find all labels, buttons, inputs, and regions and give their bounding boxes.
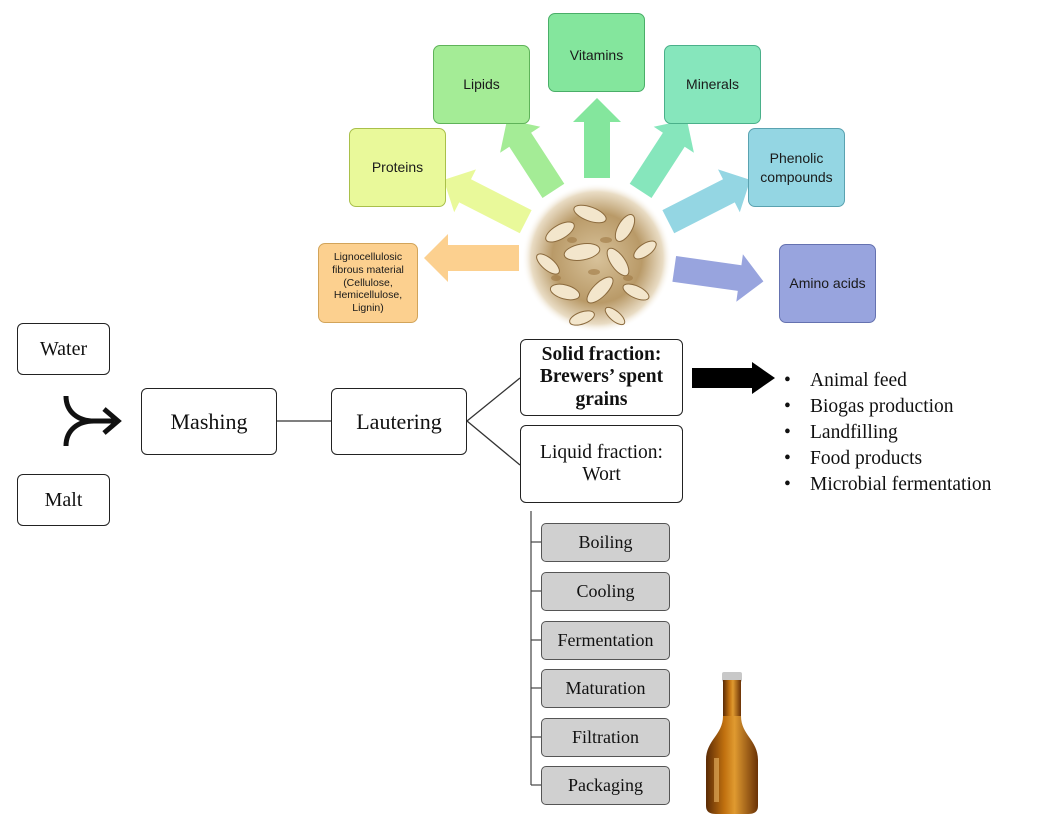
liquid-fraction-line2: Wort (582, 464, 621, 485)
use-item: Biogas production (782, 394, 991, 420)
input-water-label: Water (39, 337, 88, 360)
process-mashing-label: Mashing (170, 408, 248, 434)
liquid-fraction-line1: Liquid fraction: (540, 441, 663, 463)
component-label: Proteins (371, 159, 424, 176)
spent-grains-photo (522, 183, 672, 333)
solid-fraction-line3: grains (575, 388, 628, 410)
wort-step-label: Boiling (578, 532, 633, 552)
component-arrow (629, 119, 694, 198)
uses-arrow-icon (692, 362, 775, 394)
solid-fraction-line2: Brewers’ spent (539, 366, 664, 388)
solid-fraction-line1: Solid fraction: (541, 343, 662, 365)
component-arrow (500, 119, 565, 198)
component-arrow (424, 234, 519, 282)
component-label: Vitamins (569, 47, 624, 63)
wort-step-boiling: Boiling (541, 523, 670, 562)
component-label: Amino acids (789, 275, 866, 292)
beer-bottle-icon (706, 672, 758, 814)
component-arrow (662, 169, 751, 234)
use-item: Animal feed (782, 368, 991, 394)
process-mashing: Mashing (141, 388, 277, 455)
component-minerals: Minerals (664, 45, 761, 124)
component-arrow (573, 98, 621, 178)
merge-arrow-icon (63, 395, 122, 447)
component-lipids: Lipids (433, 45, 530, 124)
wort-step-cooling: Cooling (541, 572, 670, 611)
wort-step-label: Maturation (565, 678, 646, 698)
wort-step-filtration: Filtration (541, 718, 670, 757)
solid-fraction-box: Solid fraction: Brewers’ spent grains (520, 339, 683, 416)
uses-list: Animal feed Biogas production Landfillin… (782, 368, 991, 498)
component-proteins: Proteins (349, 128, 446, 207)
branch-to-solid (466, 377, 521, 422)
input-malt: Malt (17, 474, 110, 526)
process-lautering-label: Lautering (356, 408, 442, 434)
process-lautering: Lautering (331, 388, 467, 455)
use-item: Food products (782, 446, 991, 472)
wort-step-maturation: Maturation (541, 669, 670, 708)
component-arrow (443, 169, 532, 234)
component-label: Minerals (686, 76, 739, 93)
liquid-fraction-box: Liquid fraction: Wort (520, 425, 683, 503)
wort-step-label: Fermentation (557, 630, 654, 650)
wort-step-fermentation: Fermentation (541, 621, 670, 660)
component-arrow (672, 254, 764, 302)
use-item: Landfilling (782, 420, 991, 446)
component-vitamins: Vitamins (548, 13, 645, 92)
wort-step-label: Filtration (572, 727, 639, 747)
use-item: Microbial fermentation (782, 472, 991, 498)
input-water: Water (17, 323, 110, 375)
component-amino-acids: Amino acids (779, 244, 876, 323)
wort-steps-bracket (530, 511, 541, 786)
component-arrows (424, 98, 764, 302)
wort-step-label: Packaging (568, 775, 643, 795)
wort-step-packaging: Packaging (541, 766, 670, 805)
input-malt-label: Malt (44, 488, 83, 511)
branch-to-liquid (466, 420, 521, 466)
component-label: Lipids (463, 76, 500, 93)
wort-step-label: Cooling (576, 581, 635, 601)
